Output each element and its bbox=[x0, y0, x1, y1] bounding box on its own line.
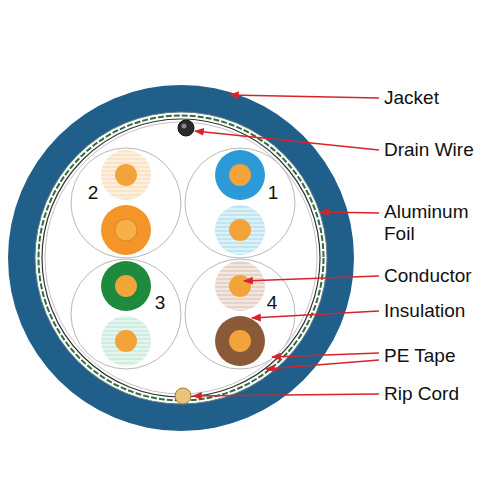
part-label: Drain Wire bbox=[384, 139, 474, 161]
part-label: Insulation bbox=[384, 300, 465, 322]
drain-wire-strand bbox=[182, 124, 187, 129]
leader-pe-tape-inner bbox=[266, 360, 379, 369]
rip-cord bbox=[175, 388, 191, 404]
part-label: Aluminum Foil bbox=[384, 201, 484, 245]
leader-aluminum-foil bbox=[320, 212, 379, 213]
aluminum-foil bbox=[35, 112, 327, 404]
part-label: PE Tape bbox=[384, 345, 455, 367]
callout-number: 2 bbox=[88, 182, 99, 204]
leader-drain-wire bbox=[195, 131, 379, 150]
drain-wire bbox=[178, 120, 194, 136]
part-label: Rip Cord bbox=[384, 383, 459, 405]
leader-jacket bbox=[230, 95, 379, 98]
leader-pe-tape-outer bbox=[272, 353, 379, 357]
leader-rip-cord bbox=[193, 394, 379, 396]
pe-tape-outer bbox=[39, 116, 324, 401]
jacket bbox=[8, 85, 354, 431]
callout-number: 1 bbox=[268, 182, 279, 204]
callout-number: 4 bbox=[267, 292, 278, 314]
leader-conductor bbox=[244, 276, 379, 281]
core bbox=[45, 122, 317, 394]
part-label: Conductor bbox=[384, 265, 472, 287]
pair-2 bbox=[71, 148, 181, 258]
pe-tape-inner bbox=[42, 119, 320, 397]
part-label: Jacket bbox=[384, 87, 439, 109]
callout-number: 3 bbox=[155, 292, 166, 314]
leader-lines bbox=[193, 95, 379, 396]
pair-4 bbox=[185, 259, 295, 369]
pair-1 bbox=[185, 148, 295, 258]
pair-3 bbox=[71, 259, 181, 369]
